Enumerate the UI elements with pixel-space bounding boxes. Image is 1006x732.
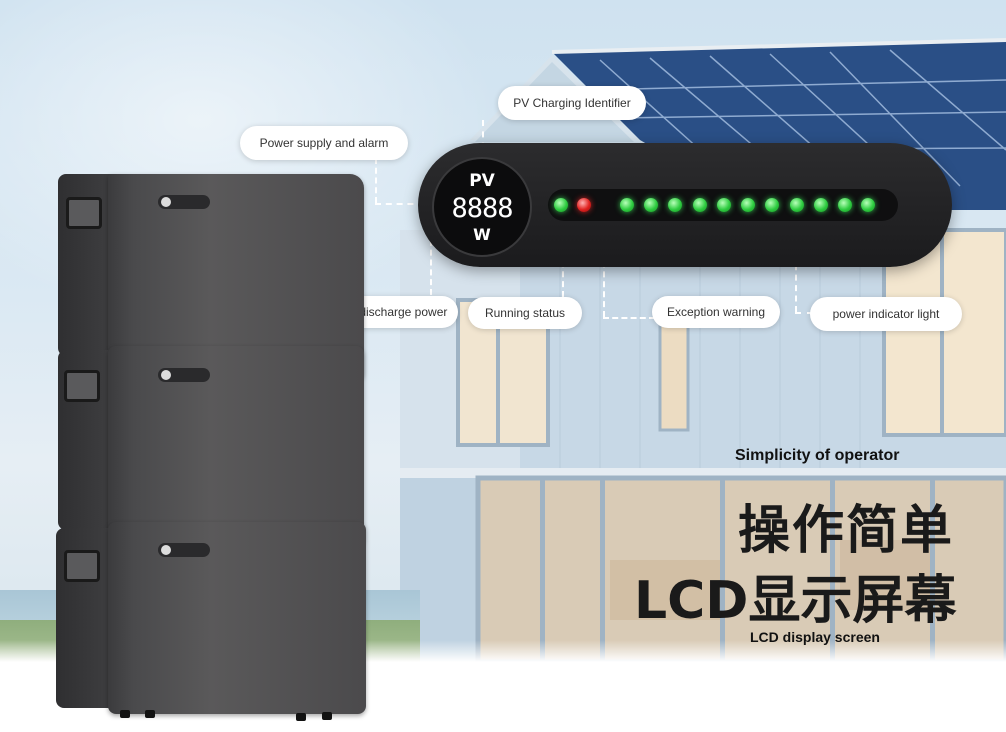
label-pv-charging: PV Charging Identifier <box>498 86 646 120</box>
connector-charge-v <box>430 230 432 295</box>
led-red <box>577 198 591 212</box>
headline-cn-line1: 操作简单 <box>738 501 955 561</box>
handle-mid <box>64 370 100 402</box>
connector-power-supply-h <box>375 203 435 205</box>
logo-bottom <box>158 543 210 557</box>
connector-indicator-h <box>795 312 813 314</box>
led-green <box>668 198 682 212</box>
lcd-panel: PV 8888 W <box>418 143 952 267</box>
led-green <box>620 198 634 212</box>
led-green <box>554 198 568 212</box>
foot-2 <box>145 710 155 718</box>
led-green <box>741 198 755 212</box>
label-power-indicator: power indicator light <box>810 297 962 331</box>
led-green <box>765 198 779 212</box>
led-strip <box>548 189 898 221</box>
connector-power-supply <box>375 158 377 203</box>
battery-module-bottom <box>108 522 366 714</box>
lcd-pv-text: PV <box>469 171 495 191</box>
led-green <box>838 198 852 212</box>
foot-1 <box>120 710 130 718</box>
connector-exception-h <box>603 317 655 319</box>
foot-3 <box>296 713 306 721</box>
label-power-supply: Power supply and alarm <box>240 126 408 160</box>
battery-module-top <box>108 174 364 380</box>
lcd-digits: 8888 <box>451 193 513 224</box>
logo-top <box>158 195 210 209</box>
subtitle-lcd-display: LCD display screen <box>750 629 880 645</box>
led-green <box>814 198 828 212</box>
led-green <box>861 198 875 212</box>
led-green <box>717 198 731 212</box>
house-illustration <box>400 38 1006 662</box>
handle-top <box>66 197 102 229</box>
led-green <box>693 198 707 212</box>
headline-cn-line2: LCD显示屏幕 <box>634 571 957 631</box>
logo-mid <box>158 368 210 382</box>
lcd-display: PV 8888 W <box>432 157 532 257</box>
label-running-status: Running status <box>468 297 582 329</box>
connector-pv <box>482 120 484 160</box>
subtitle-simplicity: Simplicity of operator <box>735 447 900 464</box>
label-exception-warning: Exception warning <box>652 296 780 328</box>
foot-4 <box>322 712 332 720</box>
led-green <box>790 198 804 212</box>
lcd-unit: W <box>473 225 491 244</box>
battery-module-mid <box>108 346 364 546</box>
handle-bottom <box>64 550 100 582</box>
led-green <box>644 198 658 212</box>
